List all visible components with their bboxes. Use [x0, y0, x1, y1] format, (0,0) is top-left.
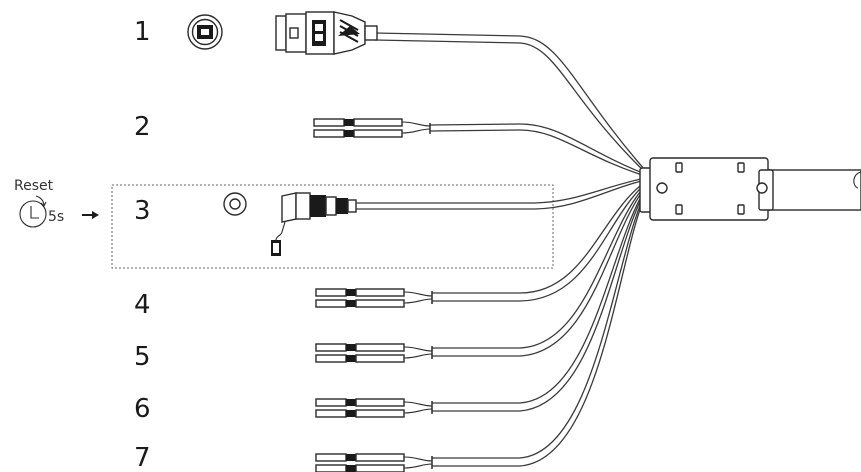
dc-power-connector — [271, 192, 357, 256]
wire-terminals-2 — [313, 118, 431, 138]
reset-label: Reset — [14, 178, 54, 194]
wire-terminals-6 — [315, 398, 433, 418]
label-7: 7 — [134, 443, 151, 472]
reset-duration: 5s — [48, 209, 64, 225]
label-2: 2 — [134, 112, 151, 142]
rj45-port-icon — [187, 14, 223, 50]
label-5: 5 — [134, 342, 151, 372]
clock-icon — [19, 195, 47, 228]
arrow-right-icon — [82, 211, 99, 219]
wire-terminals-4 — [315, 288, 433, 308]
cable-junction-block — [639, 157, 861, 221]
label-1: 1 — [134, 17, 151, 47]
reset-button-icon — [223, 192, 247, 216]
label-4: 4 — [134, 290, 151, 320]
reset-highlight-box — [111, 184, 554, 269]
label-6: 6 — [134, 394, 151, 424]
wire-terminals-7 — [315, 453, 433, 472]
wire-terminals-5 — [315, 343, 433, 363]
cable-wires — [355, 32, 646, 467]
network-connector — [275, 11, 378, 55]
label-3: 3 — [134, 196, 151, 226]
